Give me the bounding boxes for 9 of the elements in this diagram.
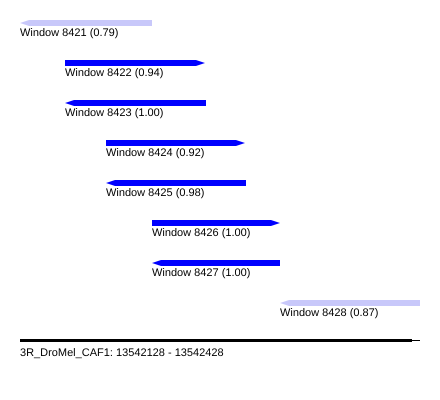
window-label: Window 8421 (0.79) — [20, 27, 118, 40]
window-label: Window 8428 (0.87) — [280, 307, 378, 320]
coordinate-label: 3R_DroMel_CAF1: 13542128 - 13542428 — [20, 347, 224, 360]
window-label: Window 8422 (0.94) — [65, 67, 164, 80]
window-label: Window 8426 (1.00) — [152, 227, 250, 240]
window-label: Window 8427 (1.00) — [152, 267, 250, 280]
window-label: Window 8425 (0.98) — [106, 187, 204, 200]
window-label: Window 8423 (1.00) — [65, 107, 164, 120]
window-label: Window 8424 (0.92) — [106, 147, 204, 160]
